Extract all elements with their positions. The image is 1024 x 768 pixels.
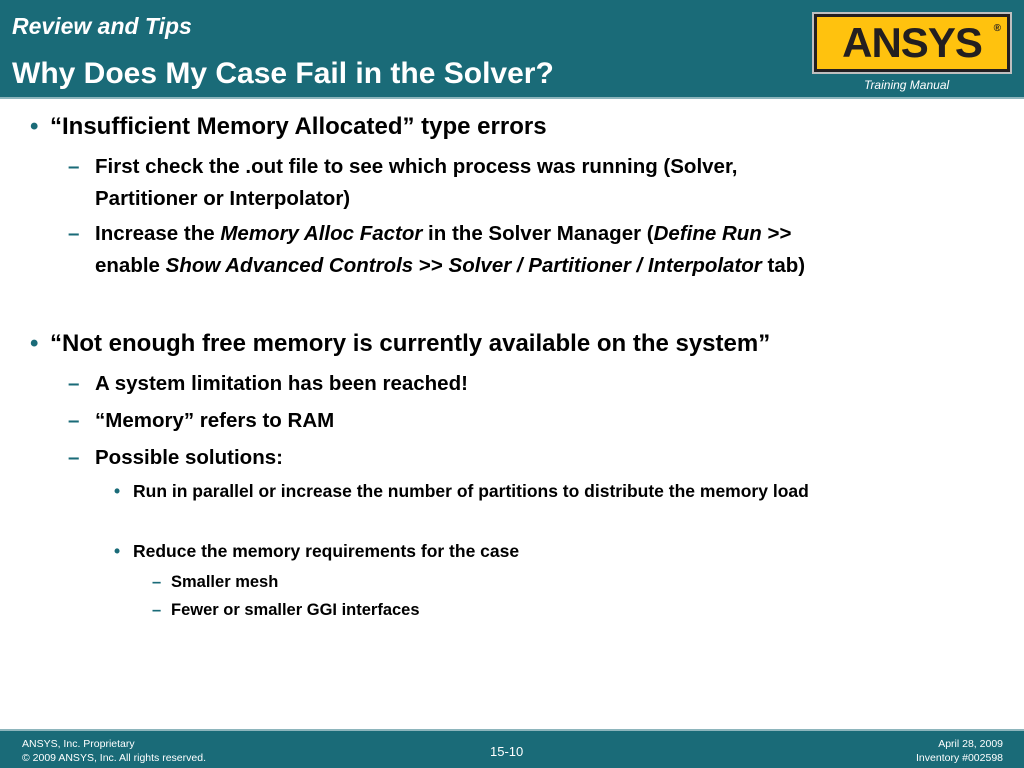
text-run: in the Solver Manager ( — [422, 222, 654, 245]
sub-bullet-text: Possible solutions: — [95, 446, 283, 469]
ansys-logo: ANSYS ® — [812, 12, 1012, 74]
text-run: tab) — [761, 254, 806, 277]
solution-text: Run in parallel or increase the number o… — [133, 481, 809, 501]
bullet-glyph: • — [114, 541, 121, 561]
dash-glyph: – — [68, 409, 80, 432]
text-line: First check the .out file to see which p… — [95, 155, 738, 178]
logo-wordmark: ANSYS — [842, 19, 983, 66]
registered-mark: ® — [993, 23, 1001, 34]
sub-bullet-text: A system limitation has been reached! — [95, 372, 468, 395]
sub-bullet-text: First check the .out file to see which p… — [95, 151, 995, 215]
bullet-text: “Not enough free memory is currently ava… — [50, 330, 771, 357]
header-divider — [0, 97, 1024, 99]
solution-text: Fewer or smaller GGI interfaces — [171, 601, 420, 619]
footer-divider — [0, 729, 1024, 731]
dash-glyph: – — [68, 446, 80, 469]
bullet-glyph: • — [30, 113, 39, 140]
copyright-label: © 2009 ANSYS, Inc. All rights reserved. — [22, 752, 206, 764]
slide-body: • “Insufficient Memory Allocated” type e… — [0, 99, 1024, 729]
slide-title: Why Does My Case Fail in the Solver? — [12, 57, 554, 90]
page-number: 15-10 — [490, 744, 524, 759]
slide-footer: ANSYS, Inc. Proprietary © 2009 ANSYS, In… — [0, 729, 1024, 768]
text-line: Partitioner or Interpolator) — [95, 187, 351, 210]
show-advanced-controls: Show Advanced Controls — [165, 254, 414, 277]
sub-bullet-text: “Memory” refers to RAM — [95, 409, 335, 432]
dash-glyph: – — [68, 155, 80, 178]
text-run: >> — [761, 222, 792, 245]
date-label: April 28, 2009 — [938, 738, 1003, 750]
bullet-glyph: • — [30, 330, 39, 357]
training-manual-label: Training Manual — [864, 78, 950, 92]
slide-header: Review and Tips Why Does My Case Fail in… — [0, 0, 1024, 99]
footer-copyright: ANSYS, Inc. Proprietary © 2009 ANSYS, In… — [22, 737, 206, 765]
section-title: Review and Tips — [12, 13, 192, 39]
text-run: Increase the — [95, 222, 221, 245]
dash-glyph: – — [152, 601, 162, 619]
footer-date-inventory: April 28, 2009 Inventory #002598 — [916, 737, 1003, 765]
text-run: >> — [413, 254, 449, 277]
solver-partitioner-interpolator: Solver / Partitioner / Interpolator — [448, 254, 762, 277]
text-run: enable — [95, 254, 166, 277]
inventory-label: Inventory #002598 — [916, 752, 1003, 764]
solution-text: Reduce the memory requirements for the c… — [133, 541, 520, 561]
dash-glyph: – — [68, 372, 80, 395]
define-run: Define Run — [653, 222, 762, 245]
bullet-glyph: • — [114, 481, 121, 501]
bullet-text: “Insufficient Memory Allocated” type err… — [50, 113, 547, 140]
sub-bullet-text: Increase the Memory Alloc Factor in the … — [95, 218, 995, 282]
dash-glyph: – — [68, 222, 80, 245]
text-line: Increase the Memory Alloc Factor in the … — [95, 218, 995, 250]
solution-text: Smaller mesh — [171, 573, 279, 591]
memory-alloc-factor: Memory Alloc Factor — [220, 222, 423, 245]
dash-glyph: – — [152, 573, 162, 591]
text-line: enable Show Advanced Controls >> Solver … — [95, 250, 995, 282]
proprietary-label: ANSYS, Inc. Proprietary — [22, 738, 135, 750]
